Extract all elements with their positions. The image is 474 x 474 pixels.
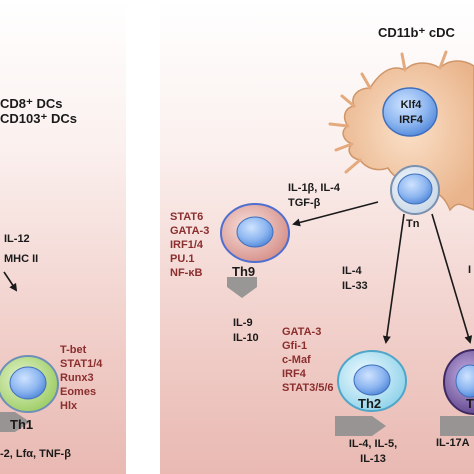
cytokine-item: IL-9	[233, 317, 253, 329]
dc-factor-irf4: IRF4	[399, 114, 423, 126]
signal-mhc2: MHC II	[4, 253, 39, 265]
dc-subset-cd8: CD8⁺ DCs	[0, 96, 63, 111]
th9-signals: IL-1β, IL-4 TGF-β	[288, 181, 340, 211]
factor-item: STAT3/5/6	[282, 382, 334, 394]
dc-subsets-label: CD8⁺ DCs CD103⁺ DCs	[0, 96, 77, 126]
th9-label: Th9	[232, 264, 256, 279]
factor-item: Hlx	[60, 400, 78, 412]
factor-item: IRF4	[282, 368, 306, 380]
th17-label: T	[466, 396, 474, 411]
th2-output-arrow	[335, 416, 386, 436]
factor-item: Eomes	[60, 386, 97, 398]
th17-cytokines: IL-17A	[436, 437, 470, 449]
factor-item: Runx3	[60, 372, 94, 384]
factor-item: PU.1	[170, 253, 195, 265]
arrow-tn-to-th2	[382, 213, 405, 344]
naive-t-cell-label: Tn	[406, 218, 420, 230]
th17-output-arrow	[440, 416, 474, 436]
arrow-tn-to-th17	[431, 213, 473, 344]
signal-il4: IL-4	[342, 265, 362, 277]
th1-label: Th1	[10, 417, 34, 432]
factor-item: Gfi-1	[282, 340, 308, 352]
th9-cytokines: IL-9 IL-10	[233, 316, 259, 346]
th1-transcription-factors: T-bet STAT1/4 Runx3 Eomes Hlx	[60, 343, 102, 413]
dc-subset-cd103: CD103⁺ DCs	[0, 111, 77, 126]
dendritic-cell	[328, 50, 474, 212]
th2-cell	[337, 350, 407, 412]
signal-il33: IL-33	[342, 280, 368, 292]
arrow-tn-to-th9	[292, 201, 379, 227]
signal-tgfb: TGF-β	[288, 197, 321, 209]
factor-item: GATA-3	[170, 225, 210, 237]
factor-item: T-bet	[60, 344, 87, 356]
th1-output-arrow	[0, 412, 30, 432]
cd11b-cdc-title: CD11b⁺ cDC	[378, 25, 455, 40]
th1-signals: IL-12 MHC II	[4, 232, 38, 267]
factor-item: STAT6	[170, 211, 204, 223]
factor-item: NF-κB	[170, 267, 203, 279]
signal-il12: IL-12	[4, 233, 30, 245]
factor-item: c-Maf	[282, 354, 311, 366]
th2-signals: IL-4 IL-33	[342, 264, 368, 294]
cytokine-item: IL-4, IL-5,	[348, 438, 398, 450]
naive-t-cell	[390, 165, 440, 215]
cytokine-item: IL-10	[233, 332, 259, 344]
th9-cell	[220, 203, 290, 263]
factor-item: STAT1/4	[60, 358, 103, 370]
dc-nucleus	[382, 87, 438, 137]
th2-cytokines: IL-4, IL-5, IL-13	[336, 437, 410, 467]
th1-cytokines: -2, Lfα, TNF-β	[0, 448, 71, 460]
factor-item: IRF1/4	[170, 239, 204, 251]
th17-signal-fragment: I	[468, 264, 472, 276]
signal-il1b-il4: IL-1β, IL-4	[288, 182, 340, 194]
arrow-to-th1	[3, 271, 18, 292]
factor-item: GATA-3	[282, 326, 322, 338]
th17-cell	[443, 349, 474, 415]
cytokine-item: IL-13	[360, 453, 386, 465]
th1-cell	[0, 355, 59, 413]
dc-transcription-factors: Klf4 IRF4	[394, 98, 428, 128]
th9-output-arrow	[227, 277, 257, 298]
dc-factor-klf4: Klf4	[400, 99, 422, 111]
th2-transcription-factors: GATA-3 Gfi-1 c-Maf IRF4 STAT3/5/6	[282, 325, 334, 395]
th9-transcription-factors: STAT6 GATA-3 IRF1/4 PU.1 NF-κB	[170, 210, 209, 280]
th2-label: Th2	[358, 396, 382, 411]
